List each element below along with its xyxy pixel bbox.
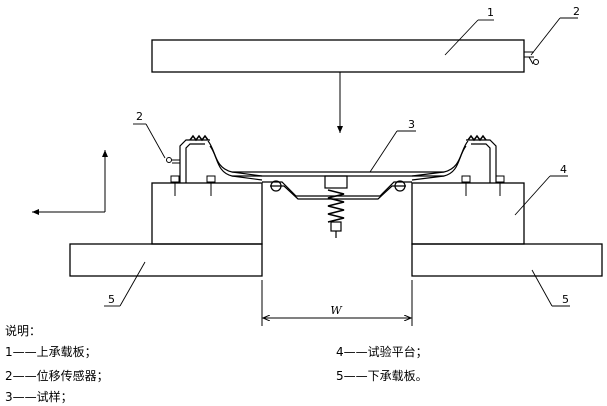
lower-loading-plate-right — [411, 243, 603, 277]
legend-item-4: 4——试验平台； — [336, 345, 428, 359]
callout-2-left: 2 — [136, 110, 143, 123]
callout-5-left: 5 — [108, 293, 115, 306]
upper-loading-plate — [151, 39, 525, 73]
displacement-sensor-top — [524, 51, 539, 65]
test-platform-right — [411, 182, 525, 245]
callout-3: 3 — [408, 118, 415, 131]
test-platform-left — [151, 182, 263, 245]
bolts — [170, 175, 505, 196]
legend-item-5: 5——下承载板。 — [336, 369, 428, 383]
lower-loading-plate-left — [69, 243, 263, 277]
legend-item-3: 3——试样； — [5, 390, 73, 404]
callout-4: 4 — [560, 163, 567, 176]
legend-heading: 说明： — [5, 324, 42, 338]
legend-item-2: 2——位移传感器； — [5, 369, 109, 383]
callout-5-right: 5 — [562, 293, 569, 306]
leader-lines — [104, 17, 578, 307]
specimen — [179, 134, 497, 238]
legend-item-1: 1——上承载板； — [5, 345, 97, 359]
dimension-w — [261, 280, 413, 326]
displacement-sensor-left — [166, 157, 180, 164]
dimension-label-w: W — [330, 304, 343, 317]
callout-2-top: 2 — [573, 5, 580, 18]
callout-1: 1 — [487, 6, 494, 19]
